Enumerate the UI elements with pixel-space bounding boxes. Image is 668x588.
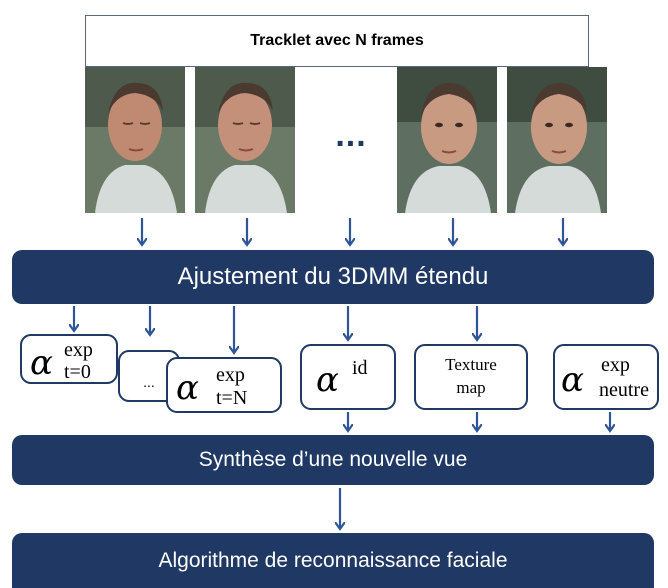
param-box-texture-map: Texture map [414,344,528,410]
frames-ellipsis: ... [305,67,397,213]
tracklet-header: Tracklet avec N frames [85,15,589,67]
param-ellipsis: ... [143,374,155,390]
step-recognition-label: Algorithme de reconnaissance faciale [158,548,508,572]
param-exp-neutre-sub: neutre [599,379,649,401]
param-id-sup: id [352,357,368,379]
tracklet-title: Tracklet avec N frames [250,32,424,49]
alpha-symbol: α [316,360,339,400]
param-exp-t0-sup: exp [64,339,93,361]
step-synthesis-label: Synthèse d’une nouvelle vue [198,448,468,471]
param-box-exp-tN: α exp t=N [166,357,282,413]
step-recognition-bar: Algorithme de reconnaissance faciale [12,533,654,588]
param-exp-neutre-sup: exp [601,354,630,376]
step-fitting-bar: Ajustement du 3DMM étendu [12,250,654,304]
param-exp-tN-sup: exp [216,364,245,386]
face-frame-4 [507,67,607,213]
texture-line2: map [456,378,486,397]
param-box-exp-neutre: α exp neutre [553,344,659,410]
alpha-symbol: α [561,360,584,400]
param-exp-tN-sub: t=N [216,387,248,409]
face-frame-3 [397,67,497,213]
step-fitting-label: Ajustement du 3DMM étendu [177,263,489,290]
param-box-id: α id [300,344,396,410]
face-frame-1 [85,67,185,213]
param-exp-t0-sub: t=0 [64,361,91,383]
alpha-symbol: α [176,368,199,408]
texture-line1: Texture [445,355,497,375]
param-box-exp-t0: α exp t=0 [20,334,118,384]
face-frame-2 [195,67,295,213]
alpha-symbol: α [30,343,53,383]
step-synthesis-bar: Synthèse d’une nouvelle vue [12,435,654,485]
